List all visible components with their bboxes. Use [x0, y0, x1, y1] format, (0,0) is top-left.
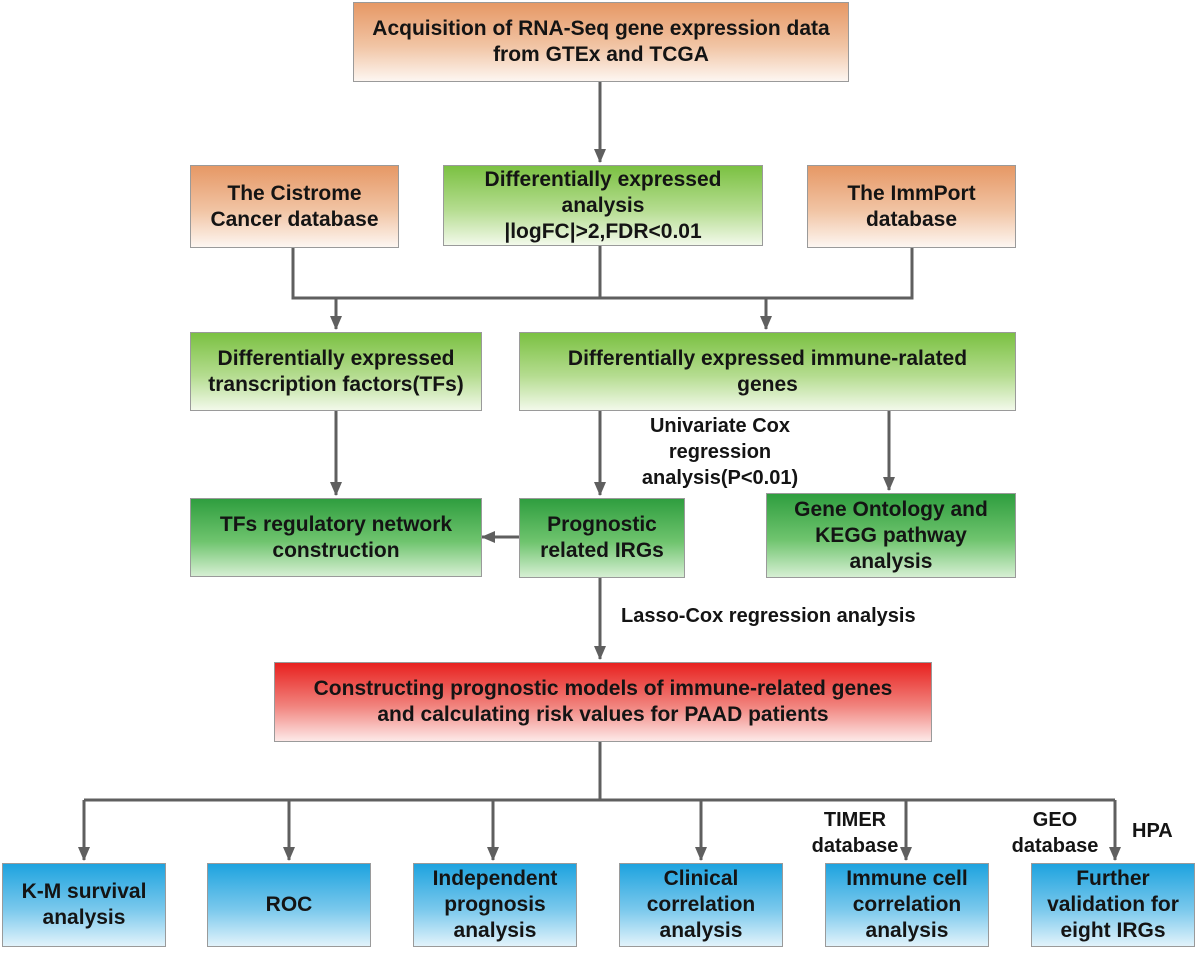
box-independent-prognosis: Independent prognosis analysis [413, 863, 577, 947]
box-immport-database: The ImmPort database [807, 165, 1016, 248]
box-km-survival: K-M survival analysis [2, 863, 166, 947]
box-differential-expression-analysis: Differentially expressed analysis |logFC… [443, 165, 763, 246]
box-tf-regulatory-network: TFs regulatory network construction [190, 498, 482, 577]
label-timer-database: TIMER database [811, 809, 899, 857]
box-de-transcription-factors: Differentially expressed transcription f… [190, 332, 482, 411]
connector-merge-bus [291, 248, 914, 300]
label-univariate-cox: Univariate Cox regression analysis(P<0.0… [641, 415, 799, 489]
box-immune-cell-correlation: Immune cell correlation analysis [825, 863, 989, 947]
box-de-immune-related-genes: Differentially expressed immune-ralated … [519, 332, 1016, 411]
label-lasso-cox: Lasso-Cox regression analysis [621, 605, 916, 627]
box-prognostic-related-irgs: Prognostic related IRGs [519, 498, 685, 578]
box-acquisition: Acquisition of RNA-Seq gene expression d… [353, 2, 849, 82]
box-go-kegg-analysis: Gene Ontology and KEGG pathway analysis [766, 493, 1016, 578]
box-clinical-correlation: Clinical correlation analysis [619, 863, 783, 947]
box-prognostic-model: Constructing prognostic models of immune… [274, 662, 932, 742]
box-cistrome-database: The Cistrome Cancer database [190, 165, 399, 248]
box-further-validation: Further validation for eight IRGs [1031, 863, 1195, 947]
box-roc: ROC [207, 863, 371, 947]
label-geo-database: GEO database [1011, 809, 1099, 857]
label-hpa: HPA [1132, 820, 1173, 842]
